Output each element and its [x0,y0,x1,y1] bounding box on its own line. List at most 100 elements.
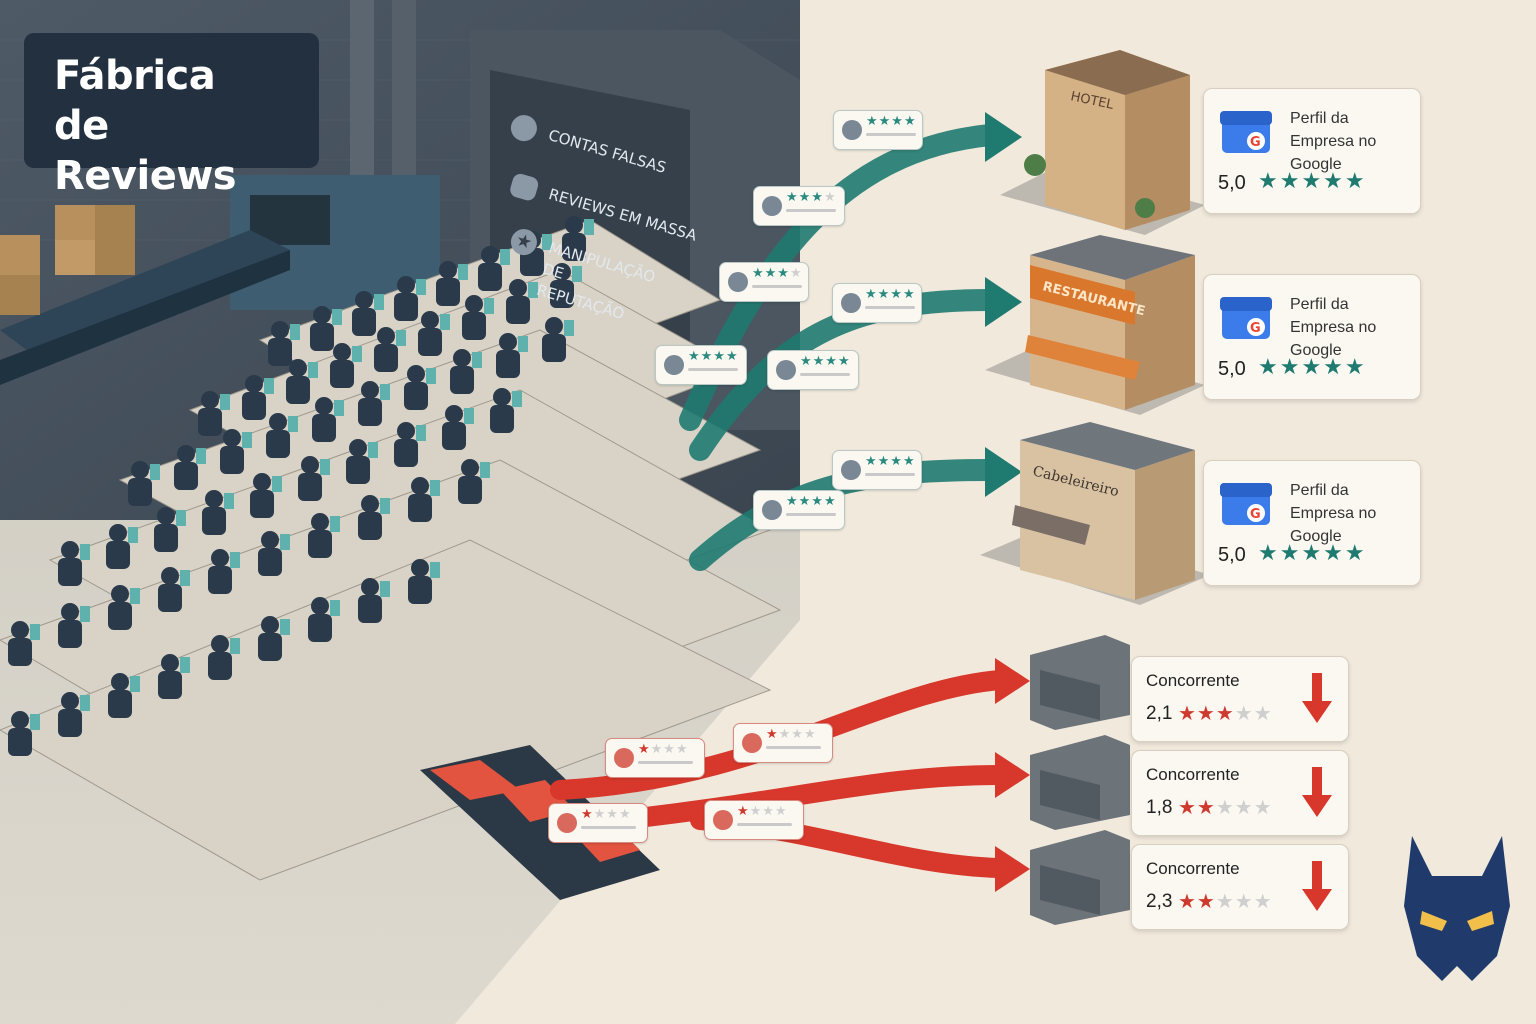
phone-icon [272,476,282,492]
worker-body [58,620,82,648]
worker-head [361,381,379,399]
worker-head [111,585,129,603]
worker-head [493,388,511,406]
worker-body [242,392,266,420]
worker-head [465,295,483,313]
phone-icon [380,498,390,514]
worker-body [358,398,382,426]
worker-body [258,548,282,576]
user-avatar-icon [728,272,748,292]
phone-icon [368,442,378,458]
phone-icon [572,266,582,282]
worker-head [261,616,279,634]
worker-head [223,429,241,447]
phone-icon [564,320,574,336]
worker-body [418,328,442,356]
worker-head [313,306,331,324]
rating-stars: ★★★★★ [1258,541,1367,566]
worker-body [506,296,530,324]
phone-icon [30,624,40,640]
worker-head [397,276,415,294]
worker-head [61,603,79,621]
worker-head [453,349,471,367]
worker-body [220,446,244,474]
worker-head [407,365,425,383]
svg-text:G: G [1250,135,1261,150]
phone-icon [288,416,298,432]
rating-value: 5,0 [1218,172,1246,194]
worker-head [311,513,329,531]
title-line-1: Fábrica [54,53,216,99]
phone-icon [518,336,528,352]
phone-icon [80,695,90,711]
negative-review-bubble: ★★★★ [704,800,804,840]
worker-body [268,338,292,366]
worker-body [358,512,382,540]
phone-icon [330,600,340,616]
worker-head [311,597,329,615]
worker-body [266,430,290,458]
worker-body [346,456,370,484]
worker-head [499,333,517,351]
review-bubble: ★★★★ [767,350,859,390]
down-arrow-icon [1302,861,1332,911]
worker-head [377,327,395,345]
star-icon: ★ [507,226,540,259]
phone-icon [30,714,40,730]
phone-icon [242,432,252,448]
worker-body [358,595,382,623]
review-bubble: ★★★★ [753,490,845,530]
worker-body [310,323,334,351]
worker-head [211,635,229,653]
phone-icon [458,264,468,280]
worker-body [106,541,130,569]
worker-head [545,317,563,335]
worker-body [108,602,132,630]
worker-body [158,584,182,612]
mask-logo-icon [1404,836,1510,981]
rating-value: 2,1 [1146,703,1173,724]
worker-body [394,293,418,321]
phone-icon [480,462,490,478]
worker-head [157,507,175,525]
phone-icon [308,362,318,378]
worker-body [408,576,432,604]
worker-body [208,652,232,680]
worker-body [174,462,198,490]
worker-head [481,246,499,264]
worker-head [177,445,195,463]
phone-icon [512,391,522,407]
worker-body [462,312,486,340]
google-business-icon: G [1220,111,1272,153]
worker-head [111,673,129,691]
worker-body [8,638,32,666]
hotel-building: HOTEL [1000,50,1205,235]
worker-head [289,359,307,377]
rating-stars: ★★★★★ [1178,795,1273,819]
phone-icon [440,314,450,330]
worker-body [374,344,398,372]
phone-icon [484,298,494,314]
worker-body [8,728,32,756]
phone-icon [500,249,510,265]
competitor-building-fronts [1040,670,1100,915]
phone-icon [130,588,140,604]
worker-body [308,530,332,558]
phone-icon [334,400,344,416]
profile-label: Perfil da Empresa no Google [1290,110,1377,173]
worker-head [201,391,219,409]
worker-head [361,495,379,513]
phone-icon [150,464,160,480]
rating-value: 5,0 [1218,358,1246,380]
worker-body [490,405,514,433]
title-box: Fábrica de Reviews [24,33,319,199]
worker-body [58,558,82,586]
worker-head [439,261,457,279]
negative-review-bubble: ★★★★ [548,803,648,843]
worker-head [445,405,463,423]
worker-head [131,461,149,479]
worker-body [250,490,274,518]
phone-icon [352,346,362,362]
worker-head [161,654,179,672]
worker-body [436,278,460,306]
